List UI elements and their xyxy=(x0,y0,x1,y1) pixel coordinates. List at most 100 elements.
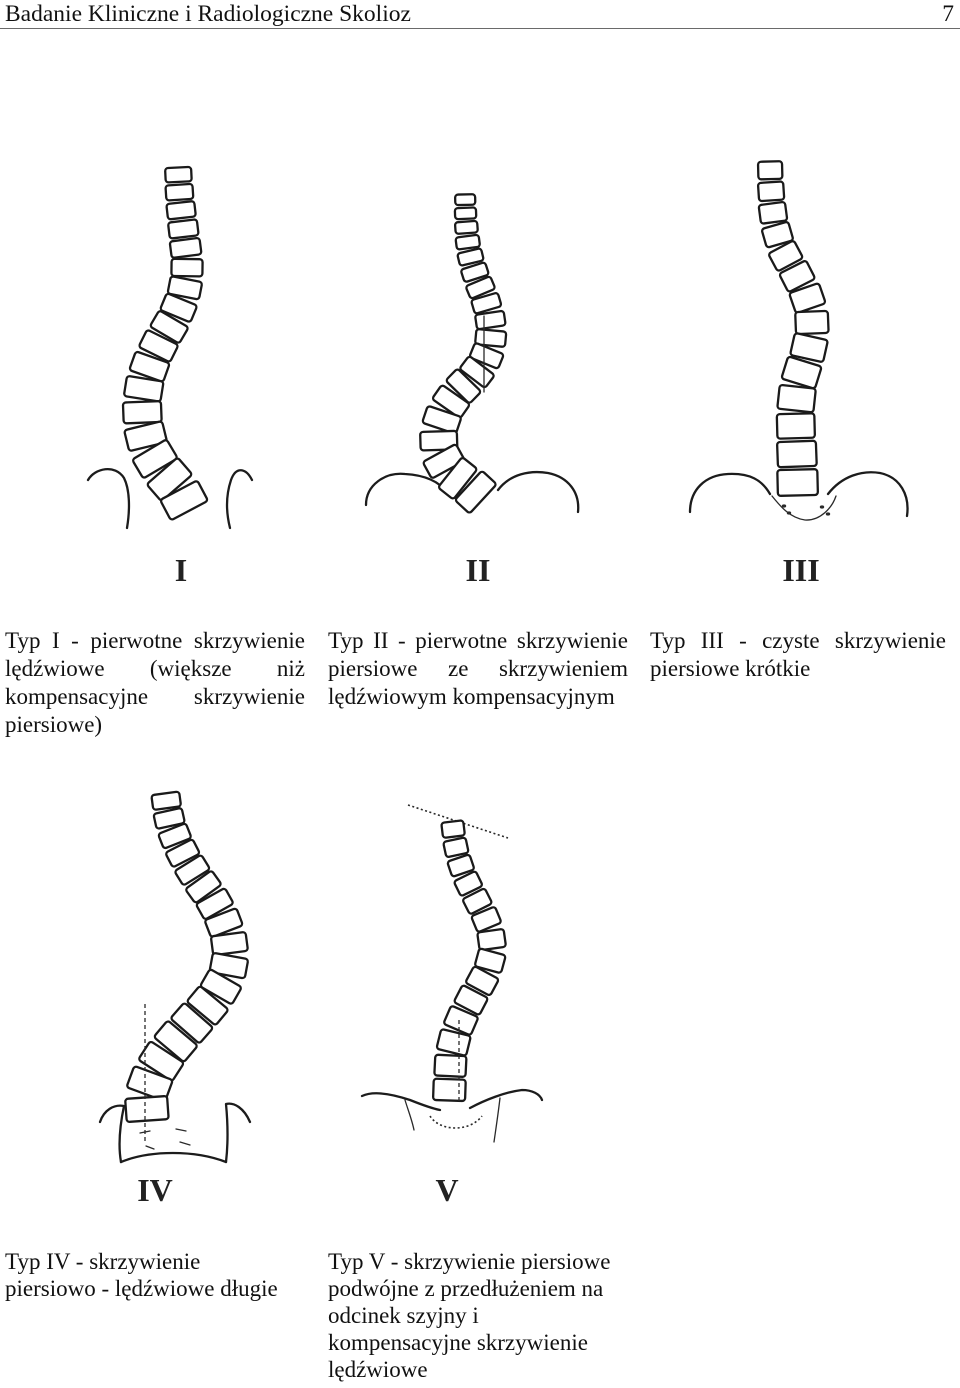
vertebra xyxy=(459,355,495,389)
running-header-title: Badanie Kliniczne i Radiologiczne Skolio… xyxy=(5,1,411,27)
vertebra xyxy=(776,468,819,497)
pelvis-right-wing xyxy=(224,1102,252,1164)
vertebra xyxy=(128,350,171,383)
vertebra xyxy=(462,887,493,915)
sacrum-outline xyxy=(429,1115,483,1129)
vertebra xyxy=(757,200,789,225)
sacral-foramen-mark xyxy=(819,505,825,509)
vertebra xyxy=(768,240,804,272)
vertebra xyxy=(431,384,471,419)
pelvis-right-wing xyxy=(468,1088,544,1110)
vertebra xyxy=(445,368,482,404)
vertebra xyxy=(453,206,478,221)
vertebra xyxy=(159,292,198,323)
pelvis-left-wing xyxy=(98,1104,126,1164)
vertebra xyxy=(456,247,485,267)
vertebra xyxy=(433,1053,468,1078)
vertebra xyxy=(422,443,466,479)
sacral-foramen-mark xyxy=(825,512,831,516)
page-number: 7 xyxy=(942,1,954,27)
vertebra xyxy=(138,1040,185,1082)
figure-label: II xyxy=(466,552,491,588)
pelvis-edge xyxy=(404,1099,415,1131)
vertebra xyxy=(167,218,200,240)
vertebra xyxy=(776,383,817,414)
vertebral-column xyxy=(756,160,830,497)
vertebra xyxy=(453,193,477,207)
sacral-mark xyxy=(175,1128,187,1132)
vertebra xyxy=(776,439,818,469)
sacrum-outline xyxy=(771,495,837,521)
sacrum-outline xyxy=(119,1151,228,1164)
vertebra xyxy=(170,257,204,278)
vertebra xyxy=(761,221,794,249)
vertebra xyxy=(453,219,479,235)
vertebra xyxy=(460,261,490,283)
sacral-foramen-mark xyxy=(781,504,787,508)
vertebra xyxy=(453,870,483,897)
vertebra xyxy=(442,836,470,858)
pelvis-left-wing xyxy=(86,468,131,530)
pelvis-right-wing xyxy=(496,470,580,514)
vertebra xyxy=(476,928,507,952)
vertebra xyxy=(454,233,481,251)
vertebra xyxy=(470,292,503,315)
vertebral-column xyxy=(419,193,508,514)
vertebra xyxy=(174,854,211,886)
vertebra xyxy=(756,180,786,203)
running-header: Badanie Kliniczne i Radiologiczne Skolio… xyxy=(0,0,960,29)
vertebral-column xyxy=(432,819,507,1103)
vertebra xyxy=(474,309,507,331)
figure-caption: Typ I - pierwotne skrzywienie lędźwiowe … xyxy=(5,628,305,737)
vertebra xyxy=(150,790,182,811)
figure-label: III xyxy=(782,552,819,588)
vertebral-column xyxy=(121,165,209,521)
vertebra xyxy=(432,1077,467,1103)
vertebra xyxy=(789,332,829,363)
vertebra xyxy=(146,457,193,502)
scoliosis-type-ii-figure: II xyxy=(364,193,580,588)
figure-caption: Typ II - pierwotne skrzywienie piersiowe… xyxy=(328,628,628,709)
vertebral-column xyxy=(124,790,249,1123)
scoliosis-type-v-figure: V xyxy=(360,804,544,1208)
vertebra xyxy=(453,984,489,1016)
vertebra xyxy=(780,355,823,390)
vertebra xyxy=(435,1028,472,1057)
vertebra xyxy=(165,200,197,221)
vertebra xyxy=(126,1065,174,1102)
vertebra xyxy=(164,165,193,184)
vertebra xyxy=(208,952,249,980)
vertebra xyxy=(465,275,496,300)
vertebra xyxy=(421,405,462,435)
vertebra xyxy=(778,260,816,293)
scoliosis-type-iii-figure: III xyxy=(688,160,909,588)
vertebra xyxy=(138,329,179,363)
vertebra xyxy=(157,822,192,850)
sacral-foramen-mark xyxy=(786,511,792,515)
vertebra xyxy=(152,807,186,830)
vertebra xyxy=(204,907,244,938)
vertebra xyxy=(164,182,195,202)
figure-label: I xyxy=(175,552,187,588)
vertebra xyxy=(165,838,201,868)
pelvis-left-wing xyxy=(688,472,772,514)
figure-caption: Typ V - skrzywienie piersiowe podwójne z… xyxy=(328,1249,611,1382)
vertebra xyxy=(123,375,165,403)
vertebra xyxy=(124,1095,170,1123)
pelvis-right-wing xyxy=(225,469,254,530)
vertebra xyxy=(149,310,189,344)
vertebra xyxy=(443,1005,479,1036)
vertebra xyxy=(788,282,827,314)
vertebra xyxy=(474,947,507,974)
sacral-mark xyxy=(179,1141,191,1146)
vertebra xyxy=(123,420,168,452)
pelvis-right-wing xyxy=(826,471,909,518)
vertebra xyxy=(153,1020,198,1063)
vertebra xyxy=(160,480,209,521)
vertebra xyxy=(446,853,475,878)
vertebra xyxy=(794,309,830,336)
sacral-mark xyxy=(145,1145,155,1150)
vertebra xyxy=(185,870,222,904)
vertebra xyxy=(166,275,203,301)
